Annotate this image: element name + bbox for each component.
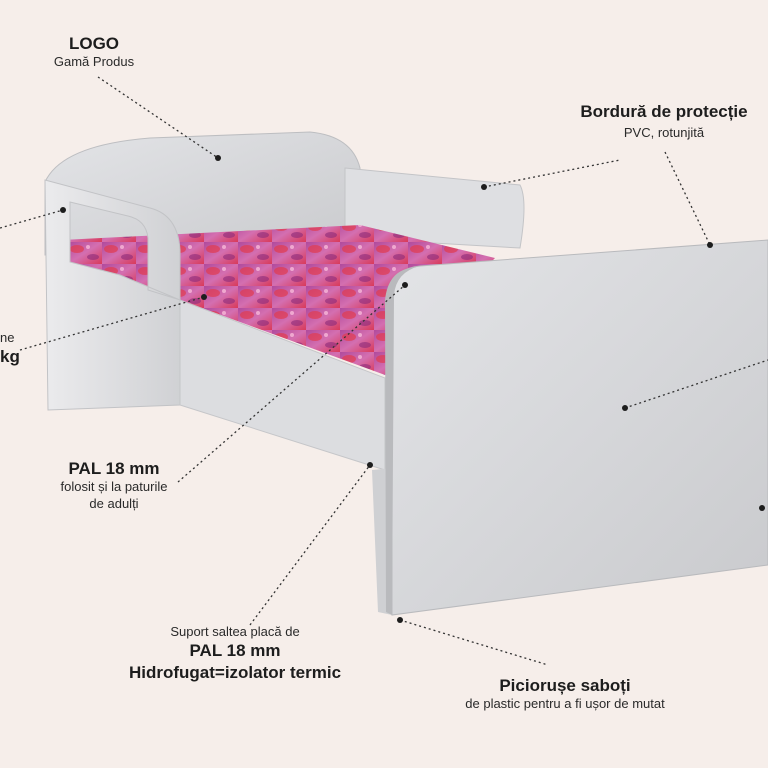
support-line2: PAL 18 mm — [189, 641, 281, 661]
footboard — [391, 239, 768, 616]
callout-pal: PAL 18 mm folosit și la paturile de adul… — [30, 458, 198, 512]
feet-subtitle: de plastic pentru a fi ușor de mutat — [465, 696, 665, 712]
callout-lines — [0, 76, 768, 666]
feet-title: Piciorușe saboți — [499, 676, 631, 695]
headboard — [44, 131, 361, 256]
callout-left-partial: ne kg — [0, 330, 20, 368]
logo-subtitle: Gamă Produs — [53, 54, 135, 70]
border-subtitle: PVC, rotunjită — [623, 125, 705, 141]
callout-feet: Piciorușe saboți de plastic pentru a fi … — [415, 675, 715, 713]
logo-title: LOGO — [68, 34, 120, 53]
left-partial-line1: ne — [0, 330, 15, 345]
border-title: Bordură de protecție — [580, 102, 748, 121]
back-rail — [344, 167, 525, 249]
left-partial-line2: kg — [0, 347, 20, 367]
callout-logo: LOGO Gamă Produs — [40, 33, 148, 71]
support-line3: Hidrofugat=izolator termic — [128, 662, 342, 682]
pal-line1: folosit și la paturile — [60, 479, 168, 495]
pal-line2: de adulți — [89, 495, 139, 511]
support-line1: Suport saltea placă de — [170, 624, 300, 639]
left-guard — [44, 179, 181, 411]
callout-support: Suport saltea placă de PAL 18 mm Hidrofu… — [100, 624, 370, 683]
callout-border: Bordură de protecție PVC, rotunjită — [560, 101, 768, 142]
callout-dots — [60, 155, 765, 623]
pal-title: PAL 18 mm — [68, 459, 160, 478]
